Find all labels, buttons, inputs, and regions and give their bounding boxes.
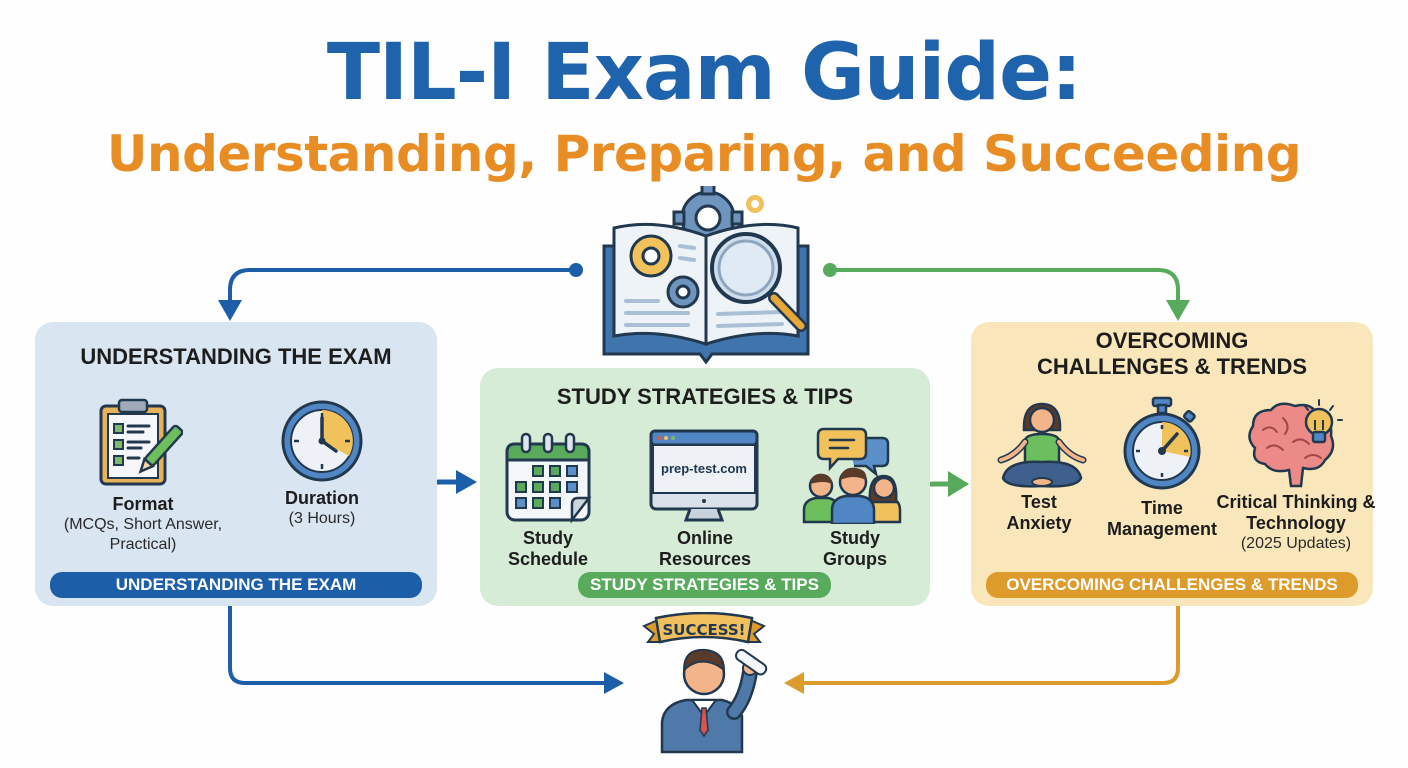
clock-icon	[279, 398, 365, 484]
monitor-screen-text: prep-test.com	[661, 461, 747, 476]
clipboard-checklist-icon	[97, 396, 183, 486]
item-time-management: Time Management	[1106, 498, 1218, 539]
study-group-icon	[802, 426, 904, 524]
connector-top-right	[828, 268, 1180, 304]
item-online-resources: Online Resources	[658, 528, 752, 569]
section-study-card: STUDY STRATEGIES & TIPS Study Schedule p…	[480, 368, 930, 606]
item-study-schedule: Study Schedule	[507, 528, 589, 569]
success-banner-text: SUCCESS!	[662, 621, 745, 639]
success-graduate-icon: SUCCESS!	[634, 612, 774, 754]
section-understanding-footer: UNDERSTANDING THE EXAM	[50, 572, 422, 598]
item-critical-thinking: Critical Thinking & Technology (2025 Upd…	[1216, 492, 1376, 552]
stopwatch-icon	[1121, 396, 1203, 490]
brain-lightbulb-icon	[1243, 398, 1343, 490]
section-challenges-footer: OVERCOMING CHALLENGES & TRENDS	[986, 572, 1358, 598]
monitor-icon: prep-test.com	[648, 428, 760, 524]
item-duration: Duration (3 Hours)	[285, 488, 359, 527]
connector-top-left	[228, 268, 578, 304]
page-subtitle: Understanding, Preparing, and Succeeding	[106, 125, 1302, 183]
page-title: TIL-I Exam Guide:	[326, 28, 1082, 118]
book-gears-magnifier-icon	[596, 186, 816, 366]
section-challenges-card: OVERCOMING CHALLENGES & TRENDS Test Anxi…	[971, 322, 1376, 606]
calendar-icon	[504, 430, 592, 524]
section-challenges-title: OVERCOMING CHALLENGES & TRENDS	[1036, 328, 1308, 379]
section-study-footer: STUDY STRATEGIES & TIPS	[578, 572, 831, 598]
section-study-title: STUDY STRATEGIES & TIPS	[556, 384, 854, 409]
meditation-icon	[997, 398, 1087, 490]
section-understanding-card: UNDERSTANDING THE EXAM Format (MCQs, Sho…	[35, 322, 437, 606]
item-test-anxiety: Test Anxiety	[1006, 492, 1072, 533]
section-understanding-title: UNDERSTANDING THE EXAM	[80, 344, 392, 369]
item-format: Format (MCQs, Short Answer, Practical)	[63, 494, 223, 553]
item-study-groups: Study Groups	[822, 528, 887, 569]
